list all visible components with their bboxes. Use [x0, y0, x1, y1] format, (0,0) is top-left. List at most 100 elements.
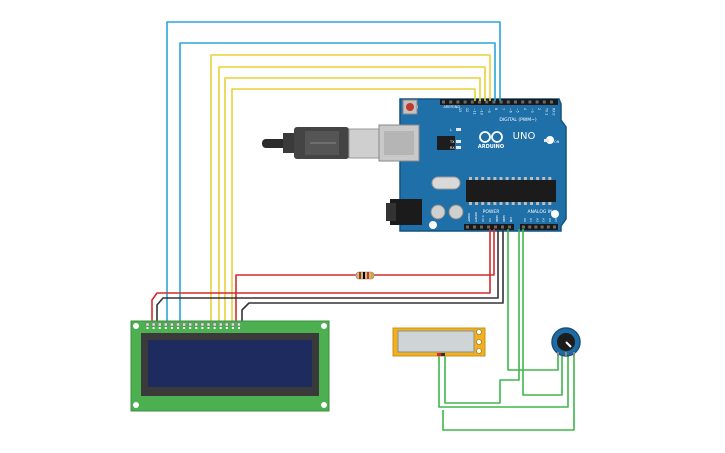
chip-pin — [511, 202, 515, 205]
chip-pin — [487, 177, 491, 180]
analog-pin-label: A4 — [548, 218, 552, 222]
chip-pin — [530, 202, 533, 205]
lcd-pin[interactable] — [194, 322, 199, 327]
lcd-pin[interactable] — [176, 322, 180, 327]
wire-green-4 — [438, 355, 569, 408]
analog-pin-label: A3 — [542, 218, 546, 222]
on-label: ON — [554, 140, 560, 144]
header-pin-hole[interactable] — [492, 100, 496, 104]
header-pin-hole[interactable] — [535, 100, 539, 104]
wire-yellow-1 — [210, 54, 491, 323]
chip-pin — [536, 202, 540, 205]
header-pin-hole[interactable] — [449, 100, 453, 104]
header-pin-hole[interactable] — [542, 100, 546, 104]
digital-pin-label: 4 — [523, 108, 527, 110]
arduino-uno[interactable]: DIGITAL (PWM~) ARDUINO UNO POWER ANALOG … — [378, 98, 567, 232]
chip-pin — [548, 177, 552, 180]
lcd-pin[interactable] — [170, 322, 174, 327]
header-pin-hole[interactable] — [478, 100, 481, 104]
lcd-pin[interactable] — [206, 322, 211, 327]
digital-pin-label: 7 — [501, 108, 505, 110]
lcd-pin[interactable] — [151, 322, 156, 327]
resistor[interactable] — [355, 271, 375, 280]
wire-red-2 — [151, 229, 491, 323]
chip-pin — [469, 202, 472, 205]
lcd-pin[interactable] — [225, 322, 229, 327]
power-pin-label: VIN — [509, 217, 513, 222]
analog-pin-label: A5 — [554, 218, 558, 222]
digital-pin-label: 12 — [465, 108, 469, 112]
header-pin-hole[interactable] — [522, 225, 525, 229]
wire-green-5 — [442, 355, 575, 431]
lcd-pin[interactable] — [182, 322, 186, 327]
lcd-16x2[interactable] — [130, 320, 330, 412]
power-pin-label: IOREF — [467, 213, 471, 222]
chip-pin — [530, 177, 533, 180]
chip-pin — [499, 202, 503, 205]
digital-header-label: DIGITAL (PWM~) — [499, 117, 537, 123]
power-pin-label: 5V — [488, 218, 492, 223]
header-pin-hole[interactable] — [487, 225, 490, 229]
lcd-pin[interactable] — [188, 322, 192, 327]
lcd-pin[interactable] — [157, 322, 162, 327]
header-pin-hole[interactable] — [528, 100, 532, 104]
wire-black-1 — [241, 229, 504, 323]
digital-pin-label: ~6 — [508, 108, 512, 113]
arduino-logo-icon — [479, 131, 503, 143]
lcd-pin-marker — [152, 327, 155, 329]
digital-header — [440, 99, 558, 105]
wire-yellow-3 — [224, 77, 481, 323]
microcontroller-chip — [466, 180, 556, 202]
chip-pin — [542, 202, 546, 205]
header-pin-hole[interactable] — [553, 225, 556, 229]
tx-label: TX — [449, 140, 455, 144]
digital-pin-label: ~3 — [530, 108, 534, 113]
lcd-pin[interactable] — [200, 322, 205, 327]
header-pin-hole[interactable] — [508, 225, 511, 229]
lcd-pin[interactable] — [231, 322, 235, 327]
header-pin-hole[interactable] — [466, 225, 469, 229]
lcd-pin[interactable] — [145, 322, 150, 327]
header-pin-hole[interactable] — [470, 100, 474, 104]
header-pin-hole[interactable] — [540, 225, 544, 229]
header-pin-hole[interactable] — [480, 225, 483, 229]
chip-pin — [493, 202, 497, 205]
power-pin-label: GND — [502, 215, 506, 223]
lcd-pin[interactable] — [237, 322, 241, 327]
header-pin-hole[interactable] — [473, 225, 476, 229]
lcd-pin-marker — [183, 327, 186, 329]
header-pin-hole[interactable] — [499, 100, 503, 104]
wires — [151, 21, 575, 431]
board-model: UNO — [513, 131, 536, 142]
usb-cable[interactable] — [262, 127, 382, 159]
header-pin-hole[interactable] — [501, 225, 504, 229]
wire-yellow-4 — [231, 88, 476, 323]
header-pin-hole[interactable] — [494, 225, 497, 229]
header-pin-hole[interactable] — [521, 100, 525, 104]
lcd-pin[interactable] — [212, 322, 217, 327]
lcd-pin-marker — [177, 327, 179, 329]
analog-pin-label: A1 — [529, 218, 533, 222]
header-pin-hole[interactable] — [546, 225, 550, 229]
multimeter[interactable] — [392, 327, 486, 357]
header-pin-hole[interactable] — [506, 100, 510, 104]
lcd-pin-marker — [201, 327, 204, 329]
lcd-pin-marker — [225, 327, 228, 329]
header-pin-hole[interactable] — [442, 100, 445, 104]
header-pin-hole[interactable] — [534, 225, 538, 229]
digital-pin-label: 2 — [537, 108, 541, 110]
digital-pin-label: ~5 — [516, 108, 520, 113]
header-pin-hole[interactable] — [514, 100, 517, 104]
digital-pin-label: TX 1 — [544, 107, 548, 115]
aref-label: AREF — [443, 105, 452, 109]
header-pin-hole[interactable] — [463, 100, 467, 104]
chip-pin — [493, 177, 497, 180]
lcd-pin[interactable] — [164, 322, 168, 327]
header-pin-hole[interactable] — [528, 225, 532, 229]
header-pin-hole[interactable] — [456, 100, 460, 104]
header-pin-hole[interactable] — [550, 100, 553, 104]
header-pin-hole[interactable] — [485, 100, 489, 104]
potentiometer[interactable] — [551, 327, 581, 357]
lcd-pin-marker — [238, 327, 240, 329]
lcd-pin[interactable] — [218, 322, 223, 327]
